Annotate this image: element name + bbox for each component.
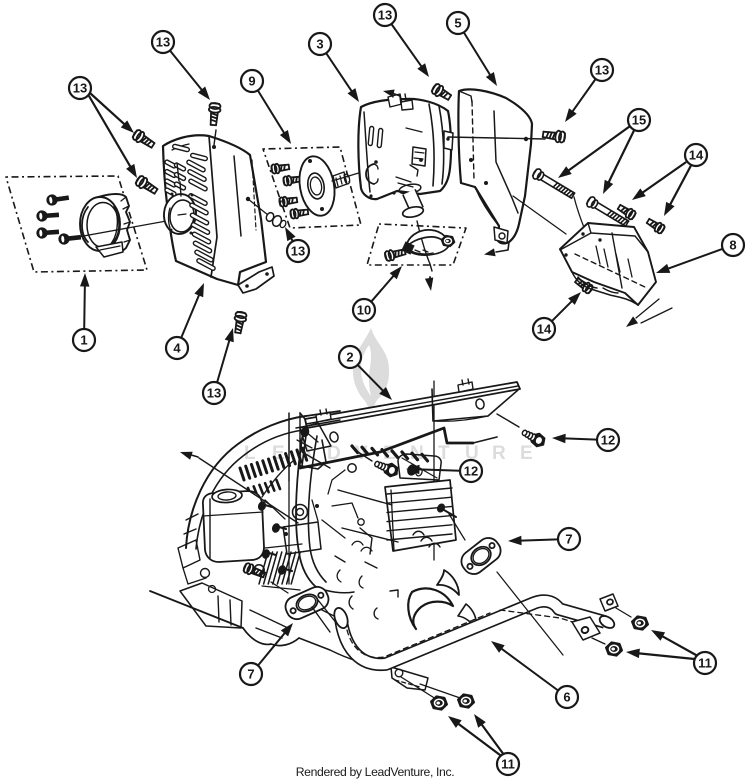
svg-text:8: 8: [729, 238, 736, 253]
svg-text:12: 12: [464, 464, 478, 479]
svg-text:13: 13: [207, 386, 221, 401]
svg-text:13: 13: [595, 63, 609, 78]
svg-text:2: 2: [346, 350, 353, 365]
svg-text:U: U: [465, 443, 479, 464]
svg-text:7: 7: [247, 667, 254, 682]
svg-text:13: 13: [378, 8, 392, 23]
svg-text:Rendered by LeadVenture, Inc.: Rendered by LeadVenture, Inc.: [296, 765, 455, 779]
svg-text:14: 14: [689, 148, 704, 163]
svg-text:10: 10: [357, 303, 371, 318]
svg-text:14: 14: [537, 322, 552, 337]
svg-text:13: 13: [291, 244, 305, 259]
svg-text:D: D: [327, 443, 341, 464]
svg-text:11: 11: [698, 656, 712, 671]
svg-text:E: E: [520, 443, 533, 464]
svg-text:3: 3: [316, 37, 323, 52]
svg-text:R: R: [492, 443, 506, 464]
svg-text:13: 13: [156, 35, 170, 50]
svg-text:6: 6: [563, 690, 570, 705]
svg-text:5: 5: [454, 16, 461, 31]
svg-text:T: T: [438, 443, 450, 464]
svg-text:1: 1: [80, 333, 87, 348]
svg-text:N: N: [410, 443, 424, 464]
svg-text:7: 7: [565, 532, 572, 547]
svg-text:15: 15: [632, 113, 646, 128]
svg-text:9: 9: [248, 74, 255, 89]
svg-text:11: 11: [501, 757, 515, 772]
svg-text:12: 12: [601, 433, 615, 448]
svg-text:13: 13: [73, 81, 87, 96]
svg-text:4: 4: [173, 341, 181, 356]
